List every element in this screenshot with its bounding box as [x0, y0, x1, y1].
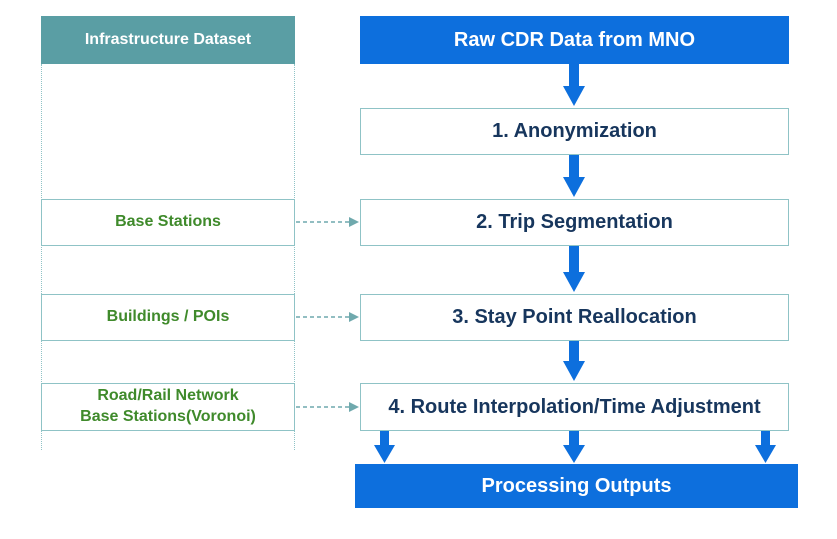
input-road-rail-network: Road/Rail Network Base Stations(Voronoi): [41, 383, 295, 431]
infrastructure-column: [41, 64, 295, 450]
step-stay-point-reallocation: 3. Stay Point Reallocation: [360, 294, 789, 341]
input-road-rail-line1: Road/Rail Network: [97, 387, 239, 405]
arrow-step4-to-output-center: [563, 431, 585, 463]
processing-outputs-box: Processing Outputs: [355, 464, 798, 508]
arrow-step3-to-step4: [563, 341, 585, 381]
input-base-stations: Base Stations: [41, 199, 295, 246]
arrow-step1-to-step2: [563, 155, 585, 197]
step-trip-segmentation: 2. Trip Segmentation: [360, 199, 789, 246]
infrastructure-dataset-header: Infrastructure Dataset: [41, 16, 295, 64]
raw-cdr-data-box: Raw CDR Data from MNO: [360, 16, 789, 64]
input-road-rail-line2: Base Stations(Voronoi): [80, 408, 256, 425]
arrow-step4-to-output-left: [374, 431, 395, 463]
input-buildings-pois: Buildings / POIs: [41, 294, 295, 341]
arrow-step2-to-step3: [563, 246, 585, 292]
step-route-interpolation: 4. Route Interpolation/Time Adjustment: [360, 383, 789, 431]
step-anonymization: 1. Anonymization: [360, 108, 789, 155]
arrow-step4-to-output-right: [755, 431, 776, 463]
arrow-source-to-step1: [563, 64, 585, 106]
